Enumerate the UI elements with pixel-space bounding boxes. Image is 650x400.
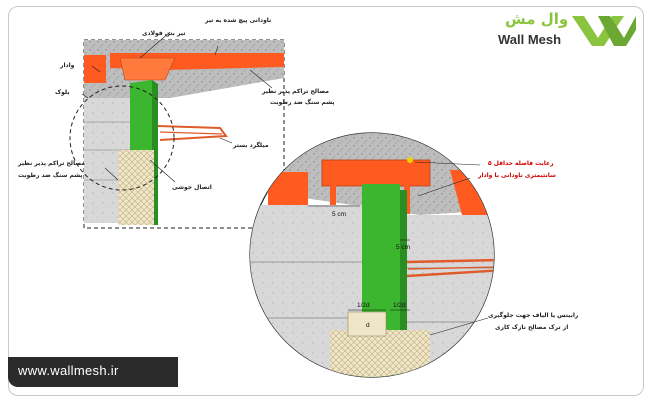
brand-name-en: Wall Mesh — [498, 32, 562, 47]
label-stud-left: وادار — [60, 62, 75, 69]
magnified-circle — [249, 132, 495, 378]
wallmesh-logo-mark — [572, 16, 636, 46]
label-channel-bolted: ناودانی پیچ شده به تیر — [205, 17, 272, 24]
label-rabitz-line2: از ترک مصالح نازک کاری — [495, 324, 569, 331]
label-filler-right-2: پشم سنگ ضد رطوبت — [270, 99, 335, 106]
note-gap-line1: رعایت فاصله حداقل ۵ — [488, 160, 554, 167]
dim-gap-left: 5 cm — [332, 211, 347, 218]
dim-half-right: 1/2d — [393, 302, 406, 309]
dim-gap-right: 5 cm — [396, 244, 411, 251]
left-detail — [69, 31, 285, 229]
brand-name-fa: وال مش — [505, 10, 569, 28]
label-weld-joint: اتصال جوشی — [172, 184, 212, 191]
label-beam: تیر بتن فولادی — [142, 30, 186, 37]
website-link[interactable]: www.wallmesh.ir — [18, 363, 119, 378]
dim-d: d — [366, 322, 370, 329]
label-rebar-mesh: میلگرد بستر — [233, 142, 269, 149]
label-filler-left-2: پشم سنگ ضد رطوبت — [18, 172, 83, 179]
label-filler-right-1: مصالح تراکم پذیر نظیر — [262, 88, 329, 95]
dim-half-left: 1/2d — [357, 302, 370, 309]
label-block: بلوک — [55, 89, 70, 96]
note-gap-line2: سانتیمتری ناودانی با وادار — [478, 172, 556, 179]
label-filler-left-1: مصالح تراکم پذیر نظیر — [18, 160, 85, 167]
label-rabitz-line1: رابیتس یا الیاف جهت جلوگیری — [488, 312, 579, 319]
footer-bar — [8, 357, 178, 387]
